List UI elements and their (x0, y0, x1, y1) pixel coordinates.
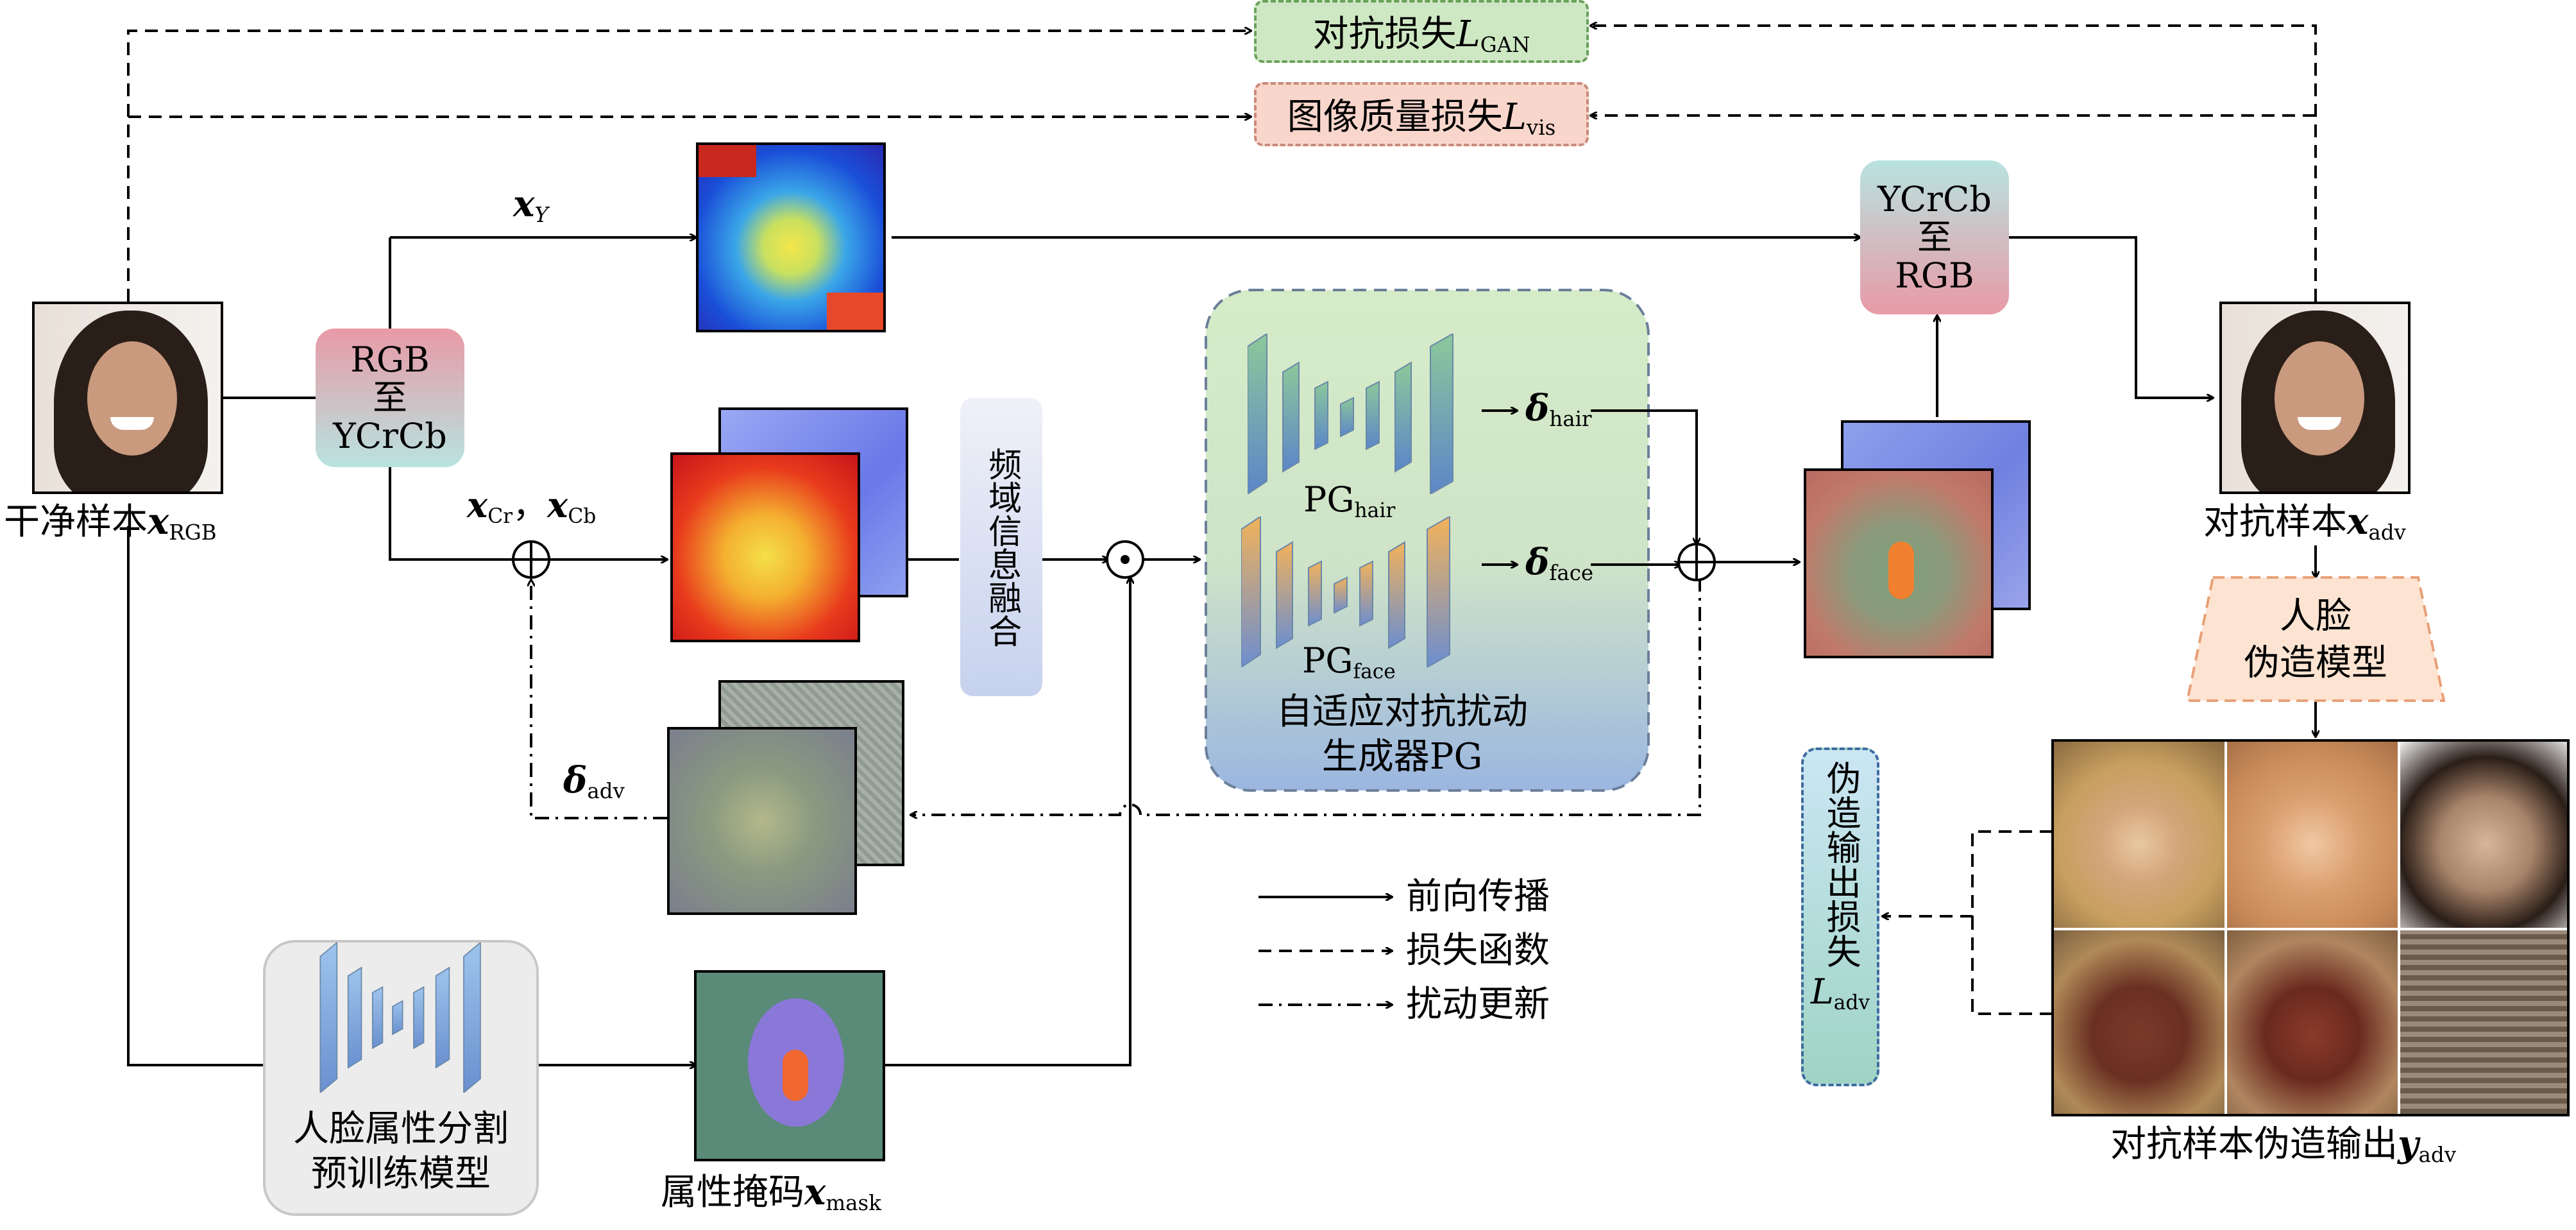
mul-operator (1106, 540, 1144, 579)
forgery-output-caption: 对抗样本伪造输出yadv (2110, 1123, 2457, 1168)
clean-sample-image (32, 302, 223, 494)
face-forgery-model-label: 人脸伪造模型 (2244, 595, 2387, 684)
add-operator-1 (512, 540, 550, 579)
pg-face-label: PGface (1302, 640, 1396, 683)
perturbation-image-front (667, 727, 857, 915)
forgery-output-3 (2400, 742, 2567, 928)
xy-label: xY (513, 183, 548, 228)
attribute-mask-caption: 属性掩码xmask (661, 1171, 881, 1216)
clean-sample-caption: 干净样本xRGB (4, 500, 217, 545)
face-forgery-model-box (2185, 576, 2446, 702)
pg-hair-network (1248, 334, 1453, 494)
delta-adv-label: δadv (563, 759, 625, 804)
forgery-output-6 (2400, 930, 2567, 1114)
legend-update-label: 扰动更新 (1406, 984, 1550, 1025)
generator-caption: 自适应对抗扰动生成器PG (1276, 691, 1528, 778)
legend-loss-label: 损失函数 (1406, 930, 1550, 971)
forgery-output-grid (2051, 739, 2570, 1116)
perturbed-cr-image (1804, 468, 1994, 658)
visual-quality-loss-box: 图像质量损失Lvis (1254, 82, 1589, 146)
y-channel-image (696, 142, 886, 332)
add-operator-2 (1677, 543, 1716, 581)
gan-loss-box: 对抗损失LGAN (1254, 0, 1589, 63)
pg-face-network (1241, 517, 1450, 667)
face-shape (87, 341, 177, 456)
cr-channel-image (670, 452, 860, 642)
legend-forward-label: 前向传播 (1406, 876, 1550, 918)
forgery-output-4 (2054, 930, 2224, 1114)
forgery-output-5 (2227, 930, 2398, 1114)
adversarial-sample-caption: 对抗样本xadv (2203, 500, 2406, 545)
segmentation-model-box: 人脸属性分割预训练模型 (263, 940, 539, 1216)
frequency-fusion-box: 频域信息融合 (960, 398, 1042, 696)
attribute-mask-image (694, 970, 885, 1161)
forgery-output-1 (2054, 742, 2224, 928)
forgery-output-2 (2227, 742, 2398, 928)
adversarial-sample-image (2219, 302, 2411, 494)
forgery-output-loss-box: 伪造输出损失 Ladv (1801, 747, 1879, 1086)
pg-hair-label: PGhair (1303, 479, 1396, 522)
delta-face-label: δface (1525, 541, 1594, 586)
xcrcb-label: xCr，xCb (467, 484, 597, 528)
segmentation-network (319, 943, 481, 1093)
delta-hair-label: δhair (1525, 387, 1592, 432)
